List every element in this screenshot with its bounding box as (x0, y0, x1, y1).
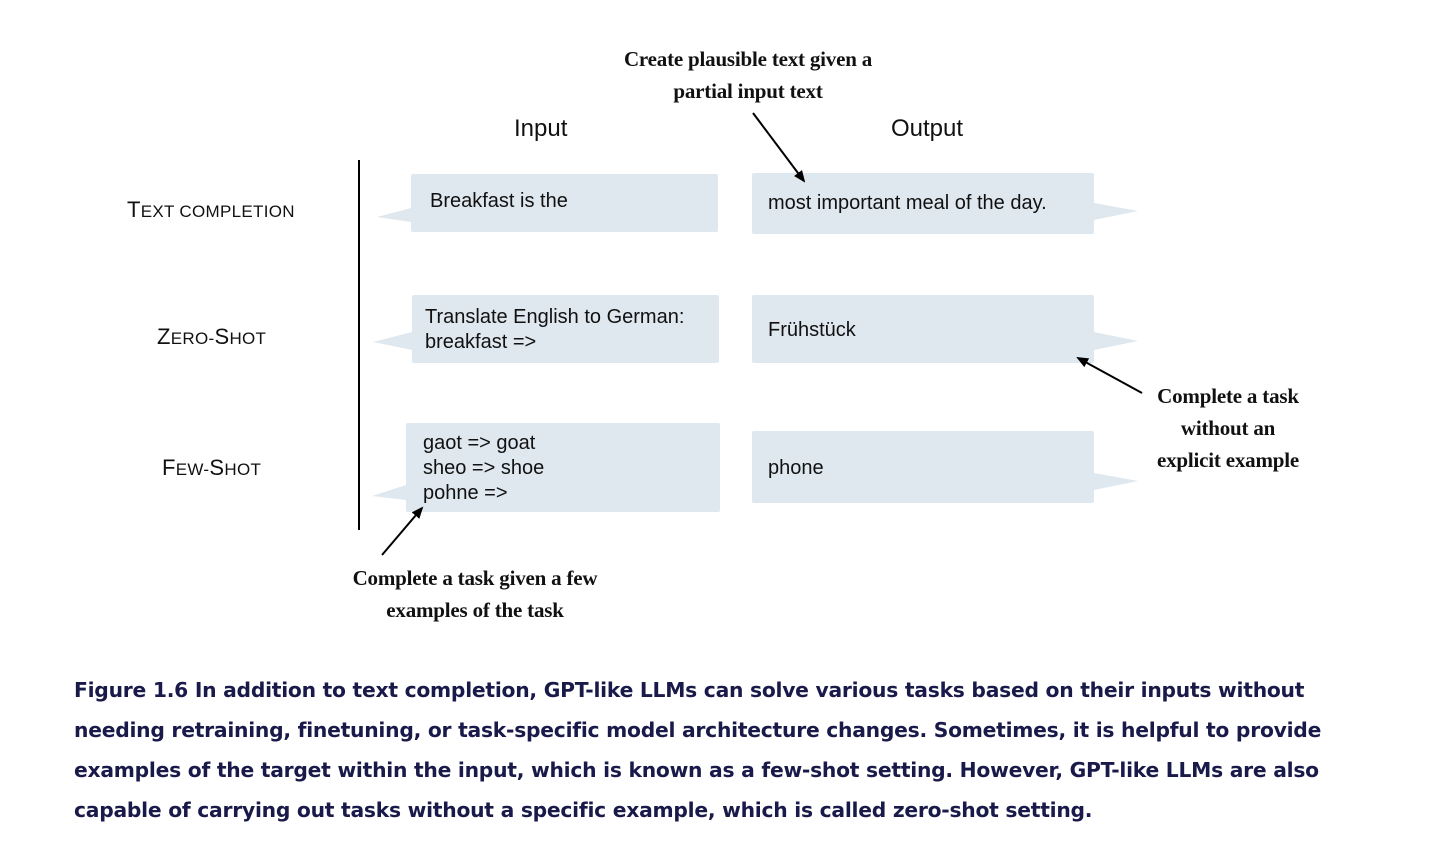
bottom-callout-arrow (381, 506, 424, 556)
callout-right: Complete a task without an explicit exam… (1156, 384, 1300, 472)
input-text-zero-shot: Translate English to German: breakfast =… (425, 306, 685, 353)
row-label-few-shot: FEW-SHOT (162, 455, 262, 480)
input-bubble-text-completion (377, 174, 718, 232)
figure-caption: Figure 1.6 In addition to text completio… (74, 678, 1322, 822)
column-header-output: Output (891, 115, 964, 142)
column-header-input: Input (514, 115, 568, 142)
output-bubble-zero-shot (752, 295, 1138, 363)
row-label-text-completion: TEXT COMPLETION (127, 197, 295, 222)
right-callout-arrow (1076, 357, 1143, 394)
callout-top: Create plausible text given a partial in… (623, 47, 873, 103)
output-text-zero-shot: Frühstück (768, 319, 856, 341)
output-text-few-shot: phone (768, 457, 824, 479)
top-callout-arrow (752, 112, 806, 183)
input-text-text-completion: Breakfast is the (430, 190, 568, 212)
output-bubble-few-shot (752, 431, 1138, 503)
input-bubble-few-shot (372, 423, 720, 512)
input-bubble-zero-shot (373, 295, 719, 363)
output-bubble-text-completion (752, 173, 1138, 234)
callout-bottom: Complete a task given a few examples of … (352, 566, 598, 622)
input-text-few-shot: gaot => goat sheo => shoe pohne => (423, 432, 545, 504)
output-text-text-completion: most important meal of the day. (768, 192, 1047, 214)
row-label-zero-shot: ZERO-SHOT (157, 324, 267, 349)
